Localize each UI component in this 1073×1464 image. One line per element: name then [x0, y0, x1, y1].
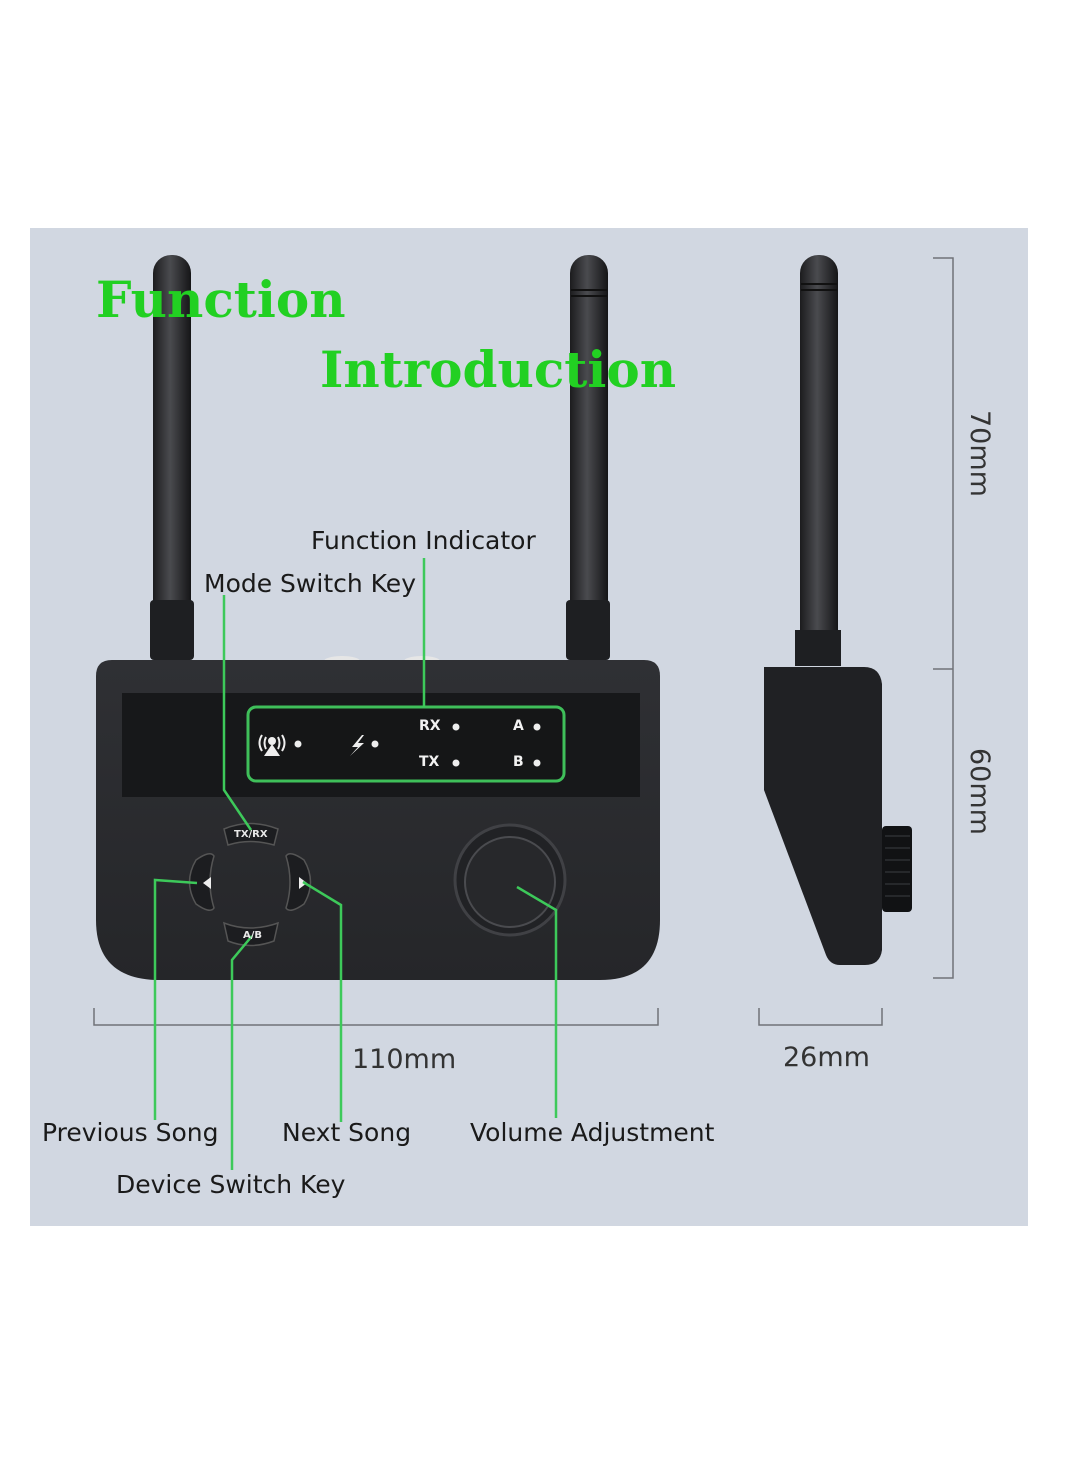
tx-indicator-label: TX — [419, 754, 440, 770]
function-indicator-label: Function Indicator — [311, 526, 536, 555]
previous-song-key — [188, 853, 215, 911]
dimension-lines — [93, 257, 954, 1026]
title-line-1: Function — [96, 270, 346, 329]
next-song-label: Next Song — [282, 1118, 412, 1147]
a-indicator-label: A — [513, 718, 524, 734]
device-switch-key-label: Device Switch Key — [116, 1170, 346, 1199]
mode-switch-key — [223, 822, 279, 846]
device-key-label: A/B — [243, 930, 263, 941]
lightning-icon — [350, 735, 364, 756]
next-song-key — [285, 853, 312, 911]
right-antenna — [566, 255, 610, 660]
rx-indicator-label: RX — [419, 718, 441, 734]
mode-switch-key-label: Mode Switch Key — [204, 569, 416, 598]
callout-lines — [153, 558, 558, 1170]
left-antenna — [150, 255, 194, 660]
indicator-box — [246, 705, 566, 783]
device-switch-key — [222, 921, 280, 947]
previous-song-label: Previous Song — [42, 1118, 219, 1147]
depth-dimension: 26mm — [783, 1042, 870, 1073]
side-view — [764, 255, 912, 965]
mode-key-label: TX/RX — [234, 829, 268, 840]
width-dimension: 110mm — [352, 1044, 457, 1075]
title-line-2: Introduction — [320, 340, 677, 399]
b-indicator-label: B — [513, 754, 524, 770]
triangle-left-icon — [203, 877, 211, 889]
volume-adjustment-label: Volume Adjustment — [470, 1118, 715, 1147]
